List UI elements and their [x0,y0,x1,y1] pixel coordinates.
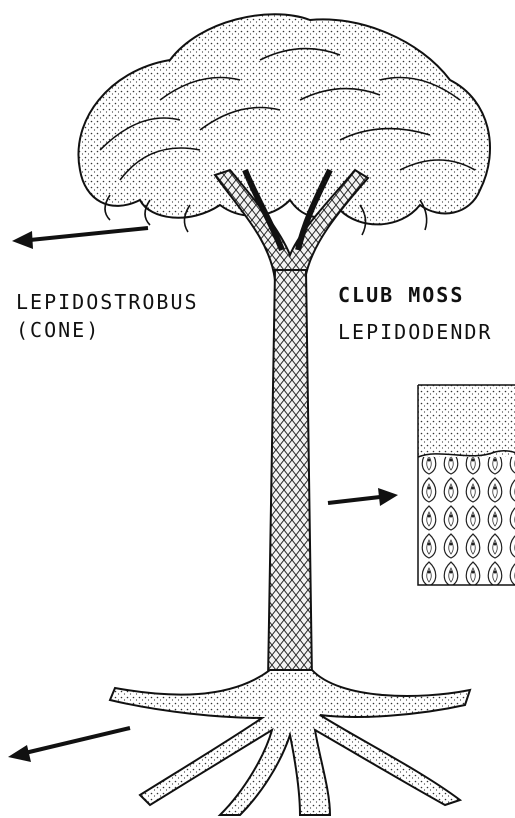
lepidodendron-label: LEPIDODENDR [338,320,492,344]
cone-label-line2: (CONE) [16,318,100,342]
club-moss-title: CLUB MOSS [338,283,464,307]
cone-label: LEPIDOSTROBUS (CONE) [16,288,199,344]
root-system-icon [110,670,470,815]
bark-detail-icon [418,385,515,585]
crown-foliage-icon [78,14,490,235]
trunk-icon [215,170,368,680]
cone-label-line1: LEPIDOSTROBUS [16,290,199,314]
